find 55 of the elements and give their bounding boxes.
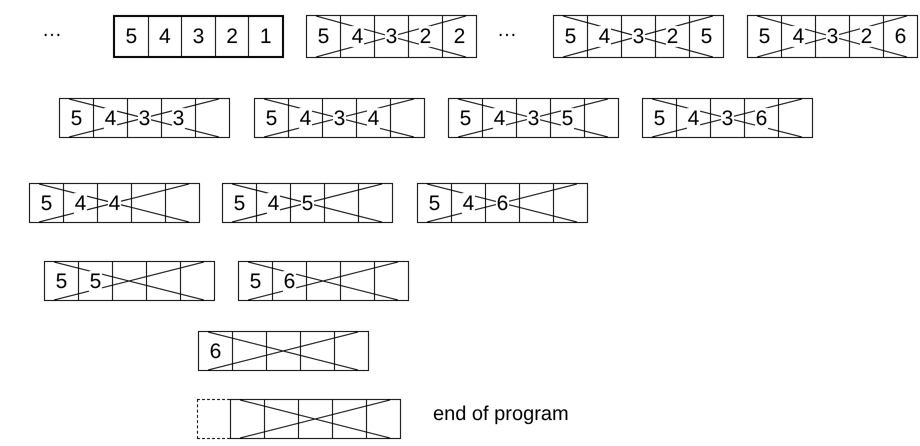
array-cell: 5 (689, 16, 723, 57)
array-cell: 1 (248, 17, 282, 56)
ellipsis: … (42, 20, 62, 40)
array-cell: 5 (417, 184, 451, 222)
array-cell: 5 (59, 99, 93, 137)
array-cell: 3 (710, 99, 744, 137)
array-cell: 5 (29, 184, 63, 222)
array-cell: 6 (198, 332, 232, 370)
array-cell: 5 (448, 99, 482, 137)
array-cell: 2 (408, 16, 442, 57)
array-cell: 5 (747, 16, 781, 57)
array-cell: 5 (44, 262, 78, 300)
array-cell: 5 (113, 17, 148, 56)
array-cell: 4 (63, 184, 97, 222)
ellipsis: … (497, 20, 517, 40)
array-cell: 6 (883, 16, 917, 57)
array-cell: 5 (290, 184, 324, 222)
array-cell: 4 (356, 99, 390, 137)
note-text: end of program (433, 404, 569, 424)
array-cell: 3 (322, 99, 356, 137)
array-cell: 5 (553, 16, 587, 57)
array-cell: 6 (744, 99, 778, 137)
array-cell: 4 (288, 99, 322, 137)
array-cell: 3 (516, 99, 550, 137)
array-cell: 2 (849, 16, 883, 57)
array-cell: 2 (655, 16, 689, 57)
array-cell: 4 (340, 16, 374, 57)
array-cell: 5 (642, 99, 676, 137)
array-cell: 3 (815, 16, 849, 57)
array-cell: 3 (621, 16, 655, 57)
array-cell: 4 (451, 184, 485, 222)
array-cell: 2 (214, 17, 248, 56)
array-cell: 4 (482, 99, 516, 137)
dashed-cell (197, 399, 230, 439)
array-cell: 4 (93, 99, 127, 137)
array-cell: 6 (272, 262, 306, 300)
array-box (113, 15, 284, 58)
array-cell: 6 (485, 184, 519, 222)
array-cell: 3 (161, 99, 195, 137)
array-cell: 5 (254, 99, 288, 137)
array-cell: 4 (148, 17, 182, 56)
array-cell: 5 (238, 262, 272, 300)
array-cell: 5 (78, 262, 112, 300)
array-cell: 4 (587, 16, 621, 57)
array-cell: 3 (127, 99, 161, 137)
array-cell: 4 (781, 16, 815, 57)
array-cell: 2 (442, 16, 476, 57)
array-cell: 4 (676, 99, 710, 137)
array-cell: 5 (306, 16, 340, 57)
array-cell: 3 (181, 17, 215, 56)
array-cell: 5 (550, 99, 584, 137)
array-cell: 5 (222, 184, 256, 222)
array-cell: 4 (256, 184, 290, 222)
array-cell: 4 (97, 184, 131, 222)
array-cell: 3 (374, 16, 408, 57)
